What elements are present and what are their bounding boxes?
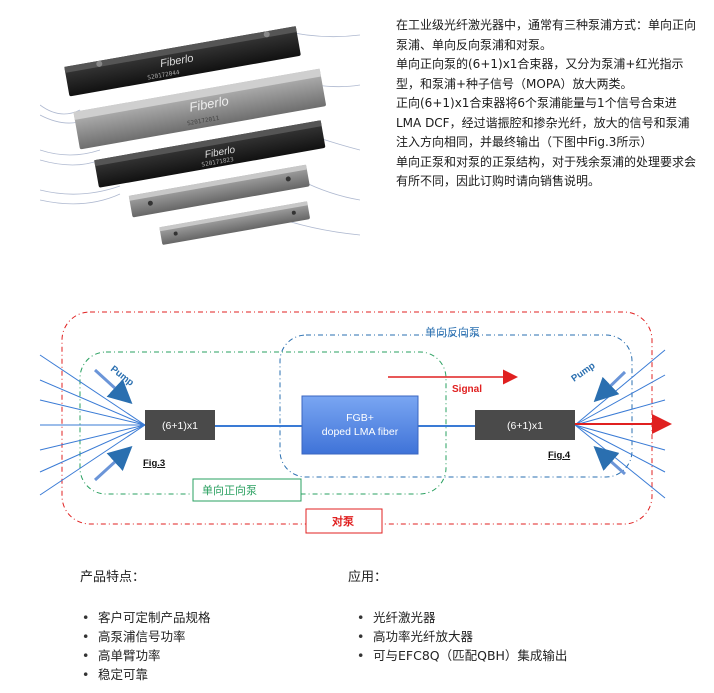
feature-item: 高单臂功率 [80,646,211,665]
pump-arrow-left-bottom [93,445,133,482]
forward-pump-label-box [192,478,302,502]
feature-item: 客户可定制产品规格 [80,608,211,627]
application-item: 光纤激光器 [355,608,567,627]
intro-line-4: 单向正泵和对泵的正泵结构，对于残余泵浦的处理要求会有所不同，因此订购时请向销售说… [396,154,697,189]
feature-item: 高泵浦信号功率 [80,627,211,646]
brand-logo-1: Fiberlo [159,52,194,70]
intro-line-3: 正向(6+1)x1合束器将6个泵浦能量与1个信号合束进LMA DCF，经过谐振腔… [396,96,690,149]
bidirectional-label-box [305,508,383,534]
product-photo: Fiberlo S20172044 Fiberlo S20172011 Fibe… [40,26,360,245]
forward-region [79,351,447,495]
brand-logo-3: Fiberlo [204,145,236,161]
fig3-label: Fig.3 [143,458,165,469]
feature-item: 稳定可靠 [80,665,211,684]
features-title: 产品特点： [80,570,146,585]
pump-arrow-right-top [593,370,627,403]
applications-list: 光纤激光器 高功率光纤放大器 可与EFC8Q（匹配QBH）集成输出 [355,608,567,665]
forward-pump-label: 单向正向泵 [202,483,257,497]
fig4-label: Fig.4 [548,450,571,461]
right-combiner-box [475,410,575,440]
fiber-label-line1: FGB+ [346,412,374,424]
left-pump-fibers [39,354,146,496]
pump-label-right: Pump [569,360,597,384]
features-list: 客户可定制产品规格 高泵浦信号功率 高单臂功率 稳定可靠 [80,608,211,684]
fiber-label-line2: doped LMA fiber [322,426,399,438]
doped-fiber-box [301,395,419,455]
application-item: 高功率光纤放大器 [355,627,567,646]
pump-configuration-diagram: (6+1)x1 FGB+ doped LMA fiber (6+1)x1 Sig… [39,311,672,534]
application-item: 可与EFC8Q（匹配QBH）集成输出 [355,646,567,665]
bidirectional-label: 对泵 [332,514,354,528]
left-combiner-label: (6+1)x1 [162,420,198,432]
intro-line-1: 在工业级光纤激光器中，通常有三种泵浦方式：单向正向泵浦、单向反向泵浦和对泵。 [396,18,697,52]
signal-label: Signal [452,384,482,395]
pump-arrow-right-bottom [593,446,626,476]
pump-arrow-left-top [93,368,133,405]
backward-region [279,334,633,478]
intro-text: 在工业级光纤激光器中，通常有三种泵浦方式：单向正向泵浦、单向反向泵浦和对泵。 单… [396,16,696,192]
backward-pump-label: 单向反向泵 [425,325,480,339]
applications-title: 应用： [348,570,388,585]
right-combiner-label: (6+1)x1 [507,420,543,432]
right-pump-fibers [574,349,666,499]
left-combiner-box [145,410,215,440]
brand-logo-2: Fiberlo [188,93,230,115]
intro-line-2: 单向正向泵的(6+1)x1合束器，又分为泵浦+红光指示型，和泵浦+种子信号（MO… [396,57,684,91]
